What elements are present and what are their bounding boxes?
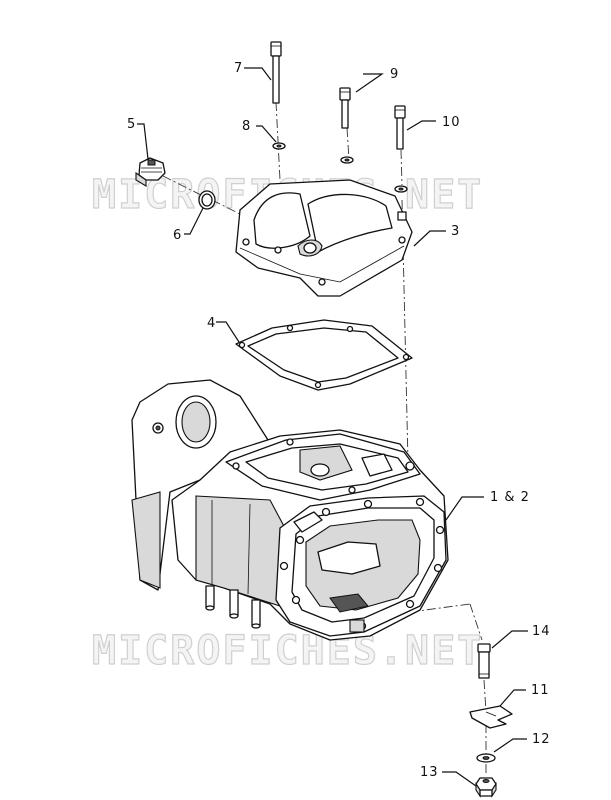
callout-8: 8 (242, 119, 251, 134)
part-8-washers (272, 142, 408, 193)
callout-14: 14 (532, 624, 551, 639)
callout-labels: 7 9 10 8 5 6 3 4 1 & 2 14 11 12 13 (127, 61, 551, 780)
part-13-nut (475, 777, 497, 798)
part-4-gasket (235, 319, 413, 391)
callout-11: 11 (531, 683, 550, 698)
leader-lines (137, 67, 528, 787)
part-1-2-main-housing (131, 379, 449, 641)
callout-1-2: 1 & 2 (490, 490, 530, 505)
callout-4: 4 (207, 316, 216, 331)
part-12-washer (476, 753, 496, 763)
callout-7: 7 (234, 61, 243, 76)
callout-3: 3 (451, 224, 460, 239)
part-6-o-ring (198, 190, 216, 210)
part-11-clip (469, 705, 513, 729)
callout-9: 9 (390, 67, 399, 82)
part-7-long-bolt (270, 41, 282, 104)
part-10-bolt (394, 105, 406, 150)
callout-6: 6 (173, 228, 182, 243)
callout-10: 10 (442, 115, 461, 130)
part-9-bolt (339, 87, 351, 129)
callout-5: 5 (127, 117, 136, 132)
part-14-pin (477, 643, 491, 679)
part-5-fitting (135, 157, 166, 187)
callout-12: 12 (532, 732, 551, 747)
watermark-bottom: MICROFICHES.NET (92, 628, 483, 674)
callout-13: 13 (420, 765, 439, 780)
part-3-cover (235, 179, 413, 297)
assembly-center-lines (162, 101, 487, 776)
